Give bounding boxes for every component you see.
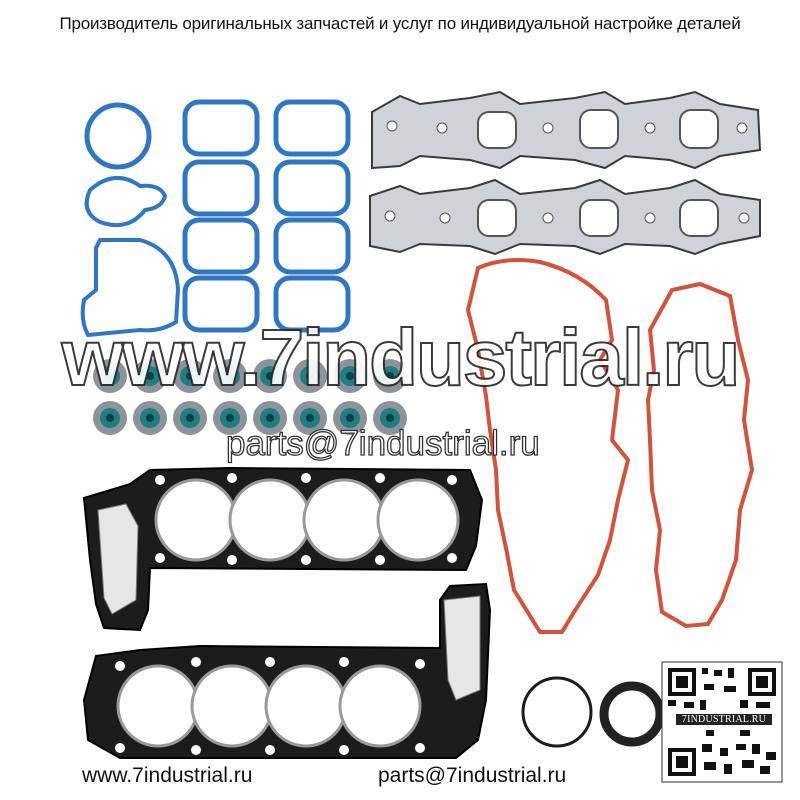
qr-label: 7INDUSTRIAL.RU (676, 714, 772, 725)
blue-round-seal (84, 102, 152, 170)
blue-intake-port-gaskets (182, 99, 351, 333)
page-title: Производитель оригинальных запчастей и у… (59, 14, 741, 33)
exhaust-manifold-gasket-bottom (369, 178, 761, 256)
blue-cover-gasket (80, 238, 181, 338)
footer-site-link[interactable]: www.7industrial.ru (82, 764, 253, 787)
rubber-seal-ring (599, 681, 665, 747)
exhaust-manifold-gasket-top (371, 90, 762, 170)
blue-thermostat-gasket (84, 176, 168, 227)
red-valve-cover-gasket-left (465, 258, 631, 634)
head-gasket-bottom (82, 582, 492, 759)
watermark-email: parts@7industrial.ru (225, 423, 540, 463)
red-valve-cover-gasket-right (645, 281, 755, 629)
valve-stem-seals (93, 359, 407, 435)
black-o-ring (521, 676, 593, 748)
head-gasket-top (82, 466, 484, 632)
footer-email-link[interactable]: parts@7industrial.ru (378, 764, 567, 787)
watermark-site: www.7industrial.ru (61, 312, 742, 403)
